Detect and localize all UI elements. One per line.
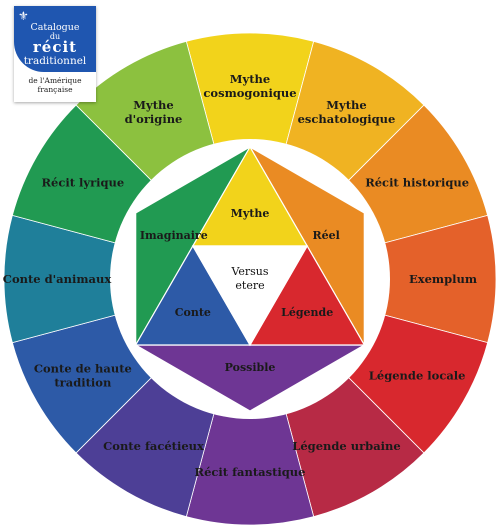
hex-center-triangle [191, 245, 309, 347]
segment-mythe-eschatologique-label-line: eschatologique [298, 112, 396, 126]
hex-label-conte: Conte [175, 306, 211, 319]
segment-recit-fantastique-label-line: Récit fantastique [195, 465, 306, 479]
segment-mythe-eschatologique-label-line: Mythe [326, 98, 366, 112]
logo-subtitle: de l'Amérique française [14, 76, 96, 94]
logo-text-du: du [49, 32, 61, 41]
segment-legende-locale-label: Légende locale [369, 369, 466, 383]
logo-subtitle-line2: française [37, 85, 73, 94]
segment-mythe-d-origine-label-line: d'origine [125, 112, 183, 126]
hex-label-reel: Réel [313, 229, 340, 242]
segment-conte-d-animaux-label: Conte d'animaux [3, 272, 112, 286]
logo-subtitle-line1: de l'Amérique [28, 76, 82, 85]
center-label-line1: Versus [230, 265, 268, 278]
logo-text-traditionnel: traditionnel [23, 55, 87, 67]
fleur-de-lis-icon: ⚜ [18, 9, 29, 23]
segment-recit-historique-label: Récit historique [365, 176, 469, 190]
segment-conte-d-animaux-label-line: Conte d'animaux [3, 272, 112, 286]
segment-conte-facetieux-label: Conte facétieux [103, 439, 204, 453]
hex-label-legende: Légende [281, 306, 333, 319]
segment-exemplum-label: Exemplum [409, 272, 477, 286]
segment-legende-urbaine-label-line: Légende urbaine [292, 439, 400, 453]
hex-label-imaginaire: Imaginaire [140, 229, 208, 242]
center-label-line2: etere [235, 279, 264, 292]
segment-conte-facetieux-label-line: Conte facétieux [103, 439, 204, 453]
segment-mythe-cosmogonique-label-line: cosmogonique [203, 86, 296, 100]
segment-legende-urbaine-label: Légende urbaine [292, 439, 400, 453]
segment-recit-fantastique-label: Récit fantastique [195, 465, 306, 479]
segment-recit-historique-label-line: Récit historique [365, 176, 469, 190]
segment-legende-locale-label-line: Légende locale [369, 369, 466, 383]
logo-text-recit: récit [32, 38, 78, 56]
segment-exemplum-label-line: Exemplum [409, 272, 477, 286]
logo-banner: ⚜ Catalogue du récit traditionnel [14, 6, 96, 72]
segment-mythe-cosmogonique-label-line: Mythe [230, 72, 270, 86]
segment-conte-de-haute-tradition-label-line: tradition [54, 376, 112, 390]
logo-text-catalogue: Catalogue [30, 22, 80, 33]
hex-label-mythe: Mythe [231, 207, 270, 220]
segment-recit-lyrique-label: Récit lyrique [41, 176, 124, 190]
hex-label-possible: Possible [225, 361, 276, 374]
segment-conte-de-haute-tradition-label-line: Conte de haute [34, 362, 132, 376]
segment-recit-lyrique-label-line: Récit lyrique [41, 176, 124, 190]
catalogue-logo: ⚜ Catalogue du récit traditionnel de l'A… [14, 6, 96, 102]
segment-mythe-d-origine-label-line: Mythe [133, 98, 173, 112]
